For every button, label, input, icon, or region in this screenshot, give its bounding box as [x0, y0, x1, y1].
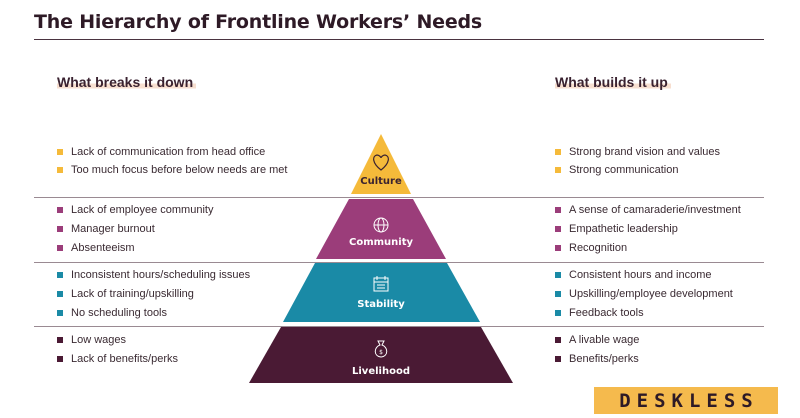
bullet	[555, 310, 561, 316]
tier-label-community: Community	[349, 237, 413, 248]
deskless-logo: DESKLESS	[594, 387, 778, 414]
row-divider	[34, 197, 764, 198]
list-item: A livable wage	[555, 334, 639, 346]
list-item: Lack of benefits/perks	[57, 353, 178, 365]
list-item: Lack of training/upskilling	[57, 288, 194, 300]
bullet	[555, 167, 561, 173]
bullet	[57, 310, 63, 316]
bullet	[555, 356, 561, 362]
list-item: Feedback tools	[555, 307, 644, 319]
row-divider	[34, 262, 764, 263]
tier-label-culture: Culture	[360, 176, 402, 187]
list-item: Inconsistent hours/scheduling issues	[57, 269, 250, 281]
bullet	[57, 167, 63, 173]
list-item: Too much focus before below needs are me…	[57, 164, 287, 176]
tier-label-livelihood: Livelihood	[352, 366, 410, 377]
tier-community	[316, 199, 446, 259]
list-item: Consistent hours and income	[555, 269, 711, 281]
bullet	[57, 272, 63, 278]
bullet	[57, 291, 63, 297]
list-item: Low wages	[57, 334, 126, 346]
list-item: Lack of employee community	[57, 204, 213, 216]
tier-culture	[351, 134, 411, 194]
bullet	[57, 226, 63, 232]
bullet	[57, 149, 63, 155]
list-item: Empathetic leadership	[555, 223, 678, 235]
bullet	[555, 337, 561, 343]
bullet	[555, 291, 561, 297]
list-item: Strong communication	[555, 164, 678, 176]
bullet	[57, 337, 63, 343]
list-item: Recognition	[555, 242, 627, 254]
left-column-heading: What breaks it down	[57, 74, 197, 90]
list-item: No scheduling tools	[57, 307, 167, 319]
list-item: Manager burnout	[57, 223, 155, 235]
calendar-icon	[373, 276, 389, 292]
bullet	[57, 356, 63, 362]
list-item: A sense of camaraderie/investment	[555, 204, 741, 216]
bullet	[555, 226, 561, 232]
money-bag-icon: $	[374, 340, 388, 358]
page-title: The Hierarchy of Frontline Workers’ Need…	[34, 11, 483, 33]
title-divider	[34, 39, 764, 40]
globe-icon	[373, 217, 389, 233]
bullet	[555, 245, 561, 251]
bullet	[555, 149, 561, 155]
bullet	[57, 207, 63, 213]
list-item: Upskilling/employee development	[555, 288, 733, 300]
svg-text:$: $	[379, 349, 383, 356]
right-column-heading: What builds it up	[555, 74, 671, 90]
list-item: Strong brand vision and values	[555, 146, 720, 158]
bullet	[57, 245, 63, 251]
list-item: Benefits/perks	[555, 353, 639, 365]
tier-label-stability: Stability	[357, 299, 405, 310]
list-item: Lack of communication from head office	[57, 146, 265, 158]
list-item: Absenteeism	[57, 242, 135, 254]
heart-icon	[373, 154, 389, 171]
bullet	[555, 207, 561, 213]
bullet	[555, 272, 561, 278]
tier-stability	[283, 263, 480, 322]
row-divider	[34, 326, 764, 327]
tier-livelihood	[249, 327, 513, 383]
